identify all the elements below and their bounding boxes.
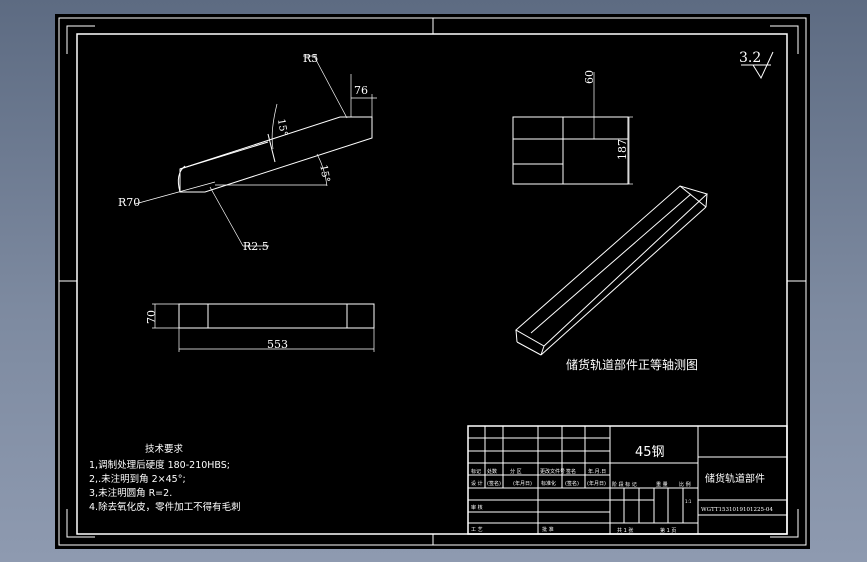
drawing-canvas: 3.2 R5 76 15° 15° R70 R2.5 [58,17,807,546]
tb-approve: 批 准 [542,526,554,533]
note-item: 1,调制处理后硬度 180-210HBS; [89,459,230,471]
surface-mark-text: 3.2 [739,50,761,66]
bar-height-label: 70 [145,310,158,324]
tb-scale-value: 1:1 [685,499,692,504]
note-item: 4.除去氧化皮，零件加工不得有毛刺 [89,501,241,513]
inner-frame [76,33,788,535]
note-item: 3,未注明圆角 R=2. [89,487,172,499]
tb-sheet-no: 第 1 页 [660,527,676,534]
tb-stage: 阶 段 标 记 [612,481,637,488]
tb-label: (年月日) [513,480,532,487]
drawing-number: WGTT1531019101225-04 [701,507,773,513]
tb-label: 分 区 [510,468,522,475]
bar-length-label: 553 [267,338,288,351]
radius-left-label: R70 [118,196,140,209]
iso-caption: 储货轨道部件正等轴测图 [566,357,698,372]
tb-label: 设 计 [471,480,483,487]
part-name: 储货轨道部件 [705,472,765,485]
bottom-view: 70 553 [145,303,375,352]
tb-label: 年.月.日 [588,468,606,475]
angle-upper-label: 15° [275,118,289,137]
tb-weight: 重 量 [656,481,668,488]
tb-label: 标记 [471,468,481,475]
side-view: R5 76 15° 15° R70 R2.5 [118,52,377,253]
notes-heading: 技术要求 [145,443,184,455]
tb-label: (签名) [487,480,501,487]
material-label: 45钢 [635,445,665,460]
technical-notes: 技术要求 1,调制处理后硬度 180-210HBS; 2,.未注明到角 2×45… [89,443,241,513]
angle-lower-label: 15° [317,164,331,183]
corner-mark-tr [770,25,799,54]
drawing-sheet: 3.2 R5 76 15° 15° R70 R2.5 [55,14,810,549]
tb-label: (年月日) [587,480,606,487]
corner-mark-bl [66,509,95,538]
radius-bottom-label: R2.5 [243,240,269,253]
corner-mark-tl [66,25,95,54]
tb-label: 签名 [566,468,576,475]
radius-top-label: R5 [303,52,318,65]
tb-craft: 工 艺 [471,527,483,533]
width-top-label: 76 [354,84,368,97]
tb-scale-label: 比 例 [679,481,691,488]
tb-label: 标准化 [541,480,556,487]
front-view: 60 187 [512,70,633,185]
corner-mark-br [770,509,799,538]
title-block: 标记 处数 分 区 更改文件号 签名 年.月.日 设 计 (签名) (年月日) … [467,425,788,535]
note-item: 2,.未注明到角 2×45°; [89,473,186,485]
surface-roughness-symbol: 3.2 [739,50,774,80]
isometric-view: 储货轨道部件正等轴测图 [515,185,708,372]
block-height-label: 60 [583,70,596,84]
tb-label: 更改文件号 [540,468,565,475]
tb-label: 处数 [487,468,497,475]
tb-sheets-total: 共 1 张 [617,527,633,534]
block-length-label: 187 [616,139,629,160]
tb-review: 审 核 [471,504,483,511]
tb-label: (签名) [565,480,579,487]
